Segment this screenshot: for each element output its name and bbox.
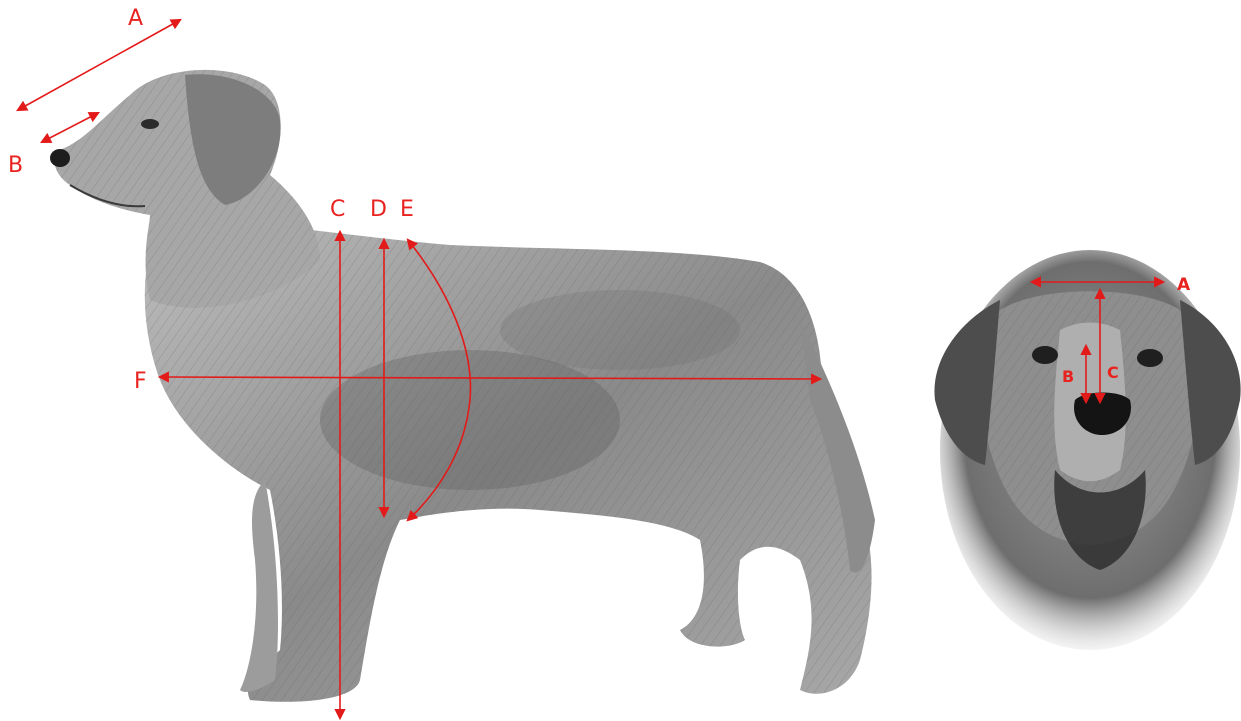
body-label-a: A: [128, 6, 143, 31]
body-label-b: B: [8, 153, 23, 178]
dog-side-illustration: [50, 70, 875, 702]
body-label-c: C: [330, 197, 345, 222]
head-label-b: B: [1062, 367, 1074, 386]
head-label-c: C: [1107, 363, 1119, 382]
head-label-a: A: [1177, 275, 1191, 295]
body-label-e: E: [400, 197, 414, 222]
dog-head-front-illustration: [934, 250, 1240, 650]
body-label-f: F: [134, 369, 147, 394]
body-label-d: D: [370, 197, 387, 222]
